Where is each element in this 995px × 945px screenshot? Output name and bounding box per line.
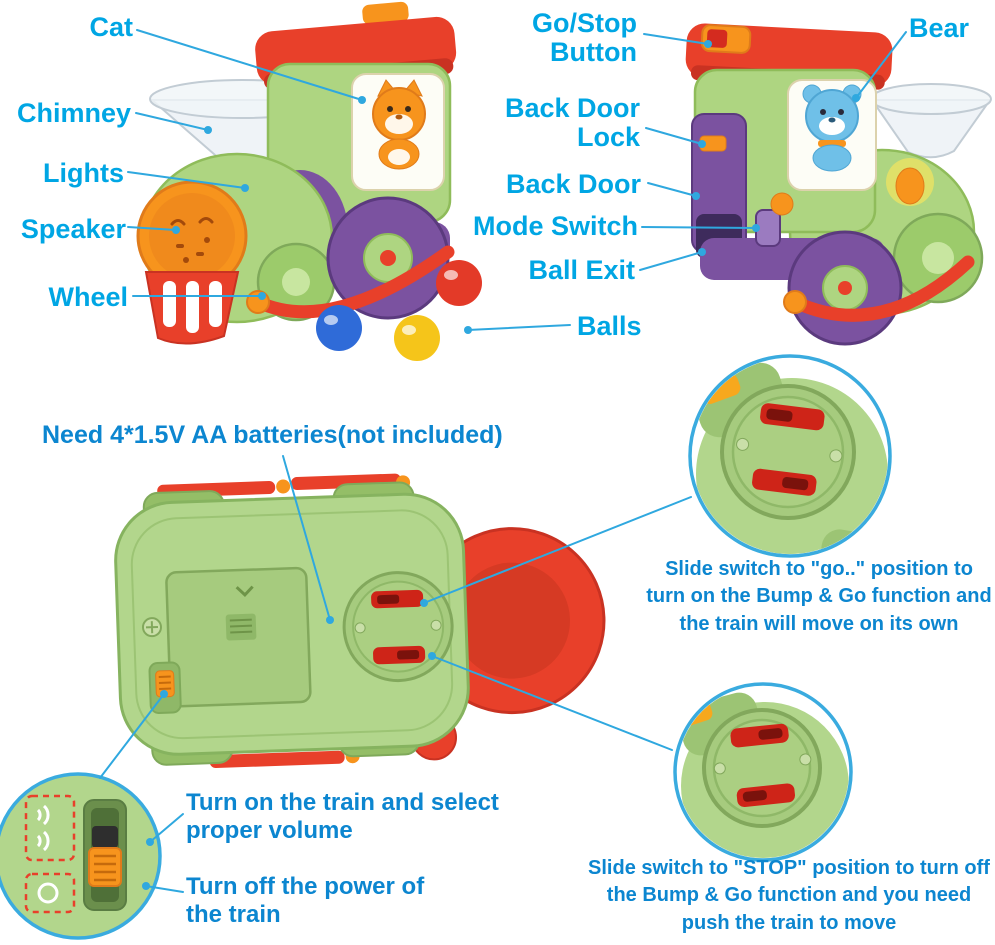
power-off-icon <box>37 882 59 904</box>
right-front-wheel <box>787 230 903 346</box>
right-handle-rod <box>783 255 975 322</box>
label-chimney: Chimney <box>16 98 131 128</box>
label-go-stop-button: Go/Stop Button <box>532 8 637 68</box>
left-front-wheel <box>326 196 450 320</box>
battery-note: Need 4*1.5V AA batteries(not included) <box>42 421 503 449</box>
power-switch-part <box>148 661 182 714</box>
caption-go-instruction: Slide switch to "go.." position to turn … <box>646 558 992 635</box>
bottom-switch-module <box>342 571 454 683</box>
yellow-ball <box>394 315 440 361</box>
battery-compartment <box>165 566 312 708</box>
volume-level-icon <box>36 804 50 852</box>
red-ball <box>436 260 482 306</box>
label-bear: Bear <box>909 13 970 43</box>
label-balls: Balls <box>577 311 642 341</box>
bear-face-icon <box>787 79 877 191</box>
right-rear-wheel <box>892 212 984 304</box>
back-door-part <box>691 113 747 258</box>
inset-go-circle <box>688 354 892 558</box>
bottom-view-illustration <box>114 473 606 769</box>
left-rear-wheel <box>256 242 336 322</box>
caption-stop-instruction: Slide switch to "STOP" position to turn … <box>588 857 990 934</box>
volume-knob-orange <box>88 847 122 887</box>
right-light-part <box>886 158 934 206</box>
label-wheel: Wheel <box>48 282 128 312</box>
left-train-illustration <box>136 1 482 361</box>
label-back-door-lock: Back Door Lock <box>504 93 640 153</box>
cat-face-icon <box>351 73 445 191</box>
label-lights: Lights <box>43 158 124 188</box>
label-back-door: Back Door <box>505 169 641 199</box>
blue-ball <box>316 305 362 351</box>
inset-stop-circle <box>673 682 853 862</box>
label-mode-switch: Mode Switch <box>472 211 638 241</box>
volume-knob-black <box>92 826 118 848</box>
speaker-face-icon <box>136 180 248 292</box>
right-train-illustration <box>685 23 992 346</box>
volume-off-instruction: Turn off the power of the train <box>186 873 425 928</box>
volume-on-instruction: Turn on the train and select proper volu… <box>186 789 499 844</box>
screw-icon <box>141 617 162 638</box>
label-ball-exit: Ball Exit <box>528 255 635 285</box>
cowcatcher <box>144 271 240 345</box>
go-stop-button-part <box>700 24 752 54</box>
volume-inset-circle <box>0 772 162 940</box>
leader-lines <box>99 29 907 893</box>
label-cat: Cat <box>89 12 133 42</box>
right-hopper <box>870 83 992 159</box>
label-speaker: Speaker <box>20 214 126 244</box>
